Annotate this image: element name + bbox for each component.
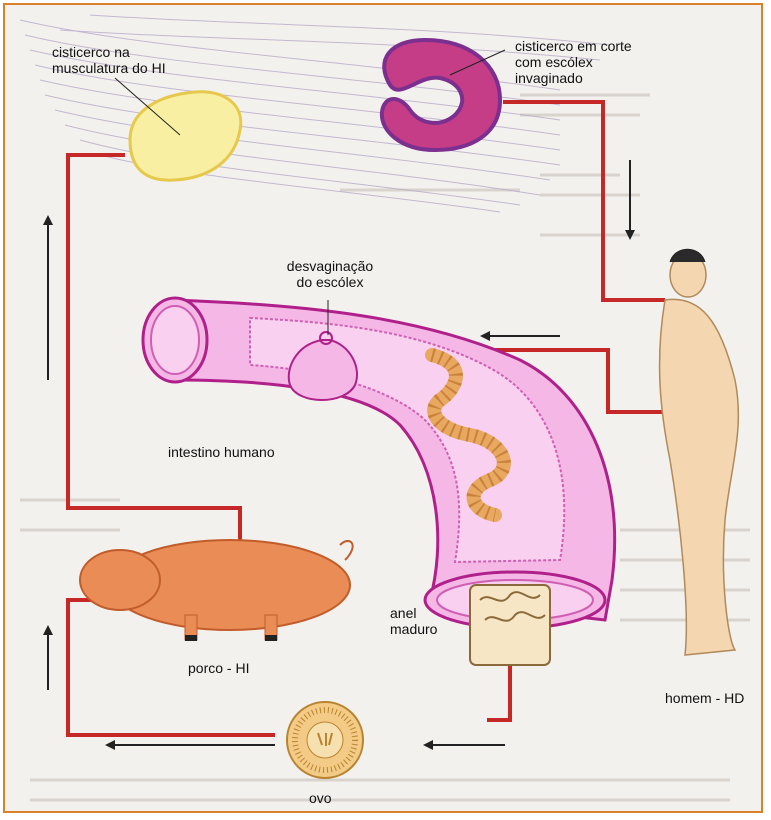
label-cysticercus-section-line3: invaginado xyxy=(515,70,632,86)
label-mature-ring-line2: maduro xyxy=(390,621,437,637)
label-cysticercus-muscle-line1: cisticerco na xyxy=(52,44,166,60)
label-cysticercus-muscle: cisticerco na musculatura do HI xyxy=(52,44,166,76)
label-pig: porco - HI xyxy=(188,660,249,676)
label-egg: ovo xyxy=(309,790,332,806)
egg xyxy=(287,702,363,778)
label-cysticercus-section-line2: com escólex xyxy=(515,54,632,70)
label-evagination-line2: do escólex xyxy=(285,274,375,290)
label-mature-ring: anel maduro xyxy=(390,605,437,637)
intestine-opening-left-inner xyxy=(151,306,199,374)
label-cysticercus-section-line1: cisticerco em corte xyxy=(515,38,632,54)
pig xyxy=(80,540,353,641)
label-intestine: intestino humano xyxy=(168,444,275,460)
cysticercus-section xyxy=(382,40,500,150)
background-text-lines xyxy=(20,95,750,800)
label-cysticercus-muscle-line2: musculatura do HI xyxy=(52,60,166,76)
label-human: homem - HD xyxy=(665,690,744,706)
human-figure xyxy=(660,249,739,655)
label-evagination: desvaginação do escólex xyxy=(285,258,375,290)
label-mature-ring-line1: anel xyxy=(390,605,437,621)
leader-lines xyxy=(115,50,505,335)
label-cysticercus-section: cisticerco em corte com escólex invagina… xyxy=(515,38,632,86)
label-evagination-line1: desvaginação xyxy=(285,258,375,274)
